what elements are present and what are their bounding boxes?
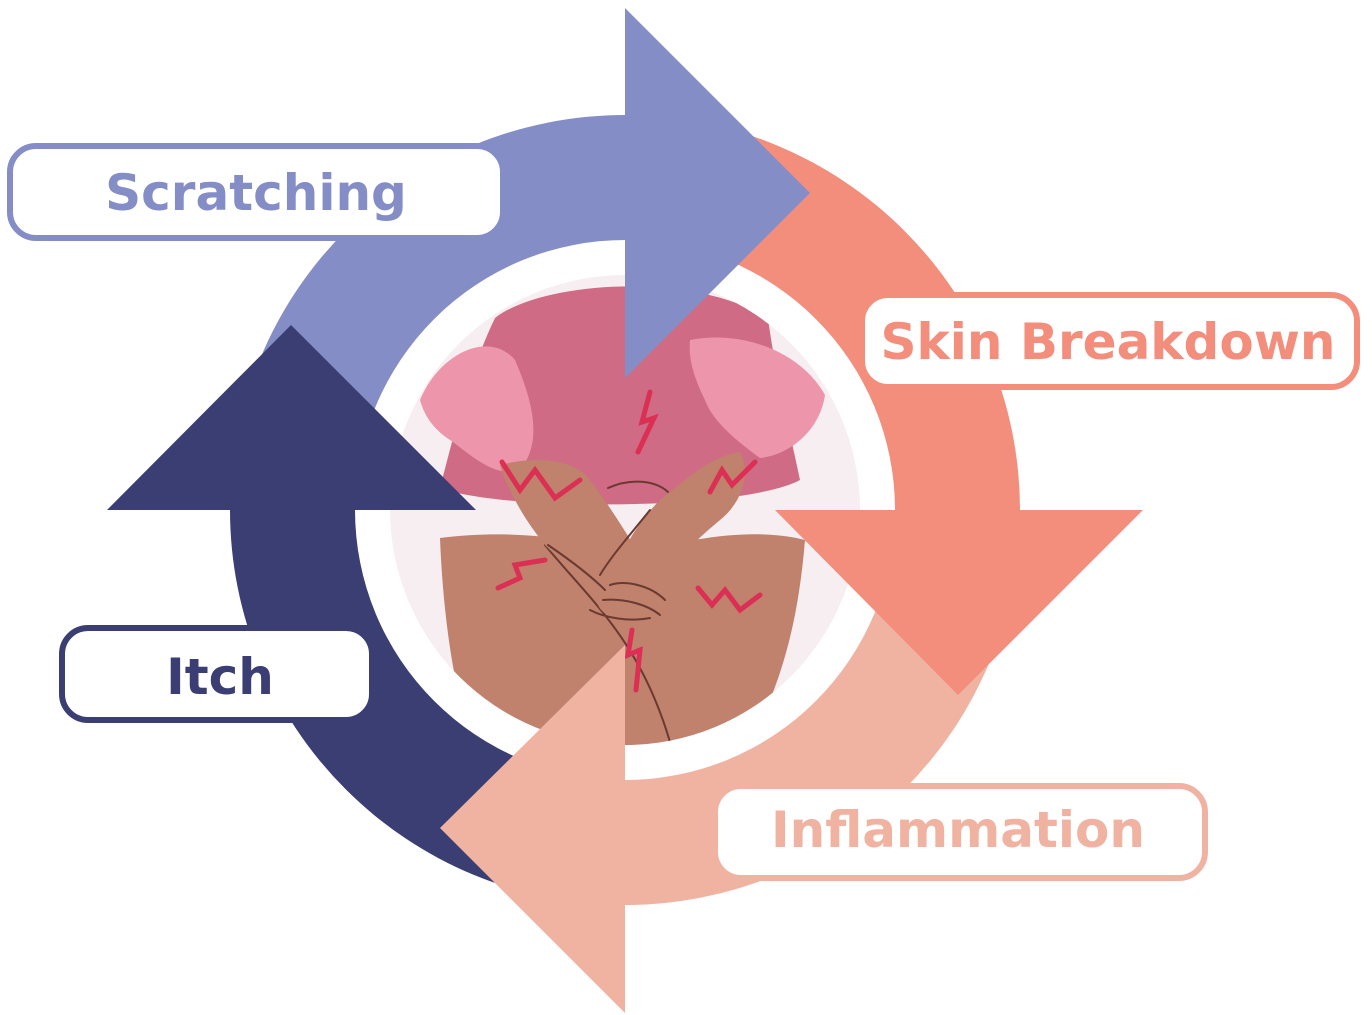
label-skin-breakdown: Skin Breakdown (862, 295, 1357, 387)
label-scratching: Scratching (10, 146, 503, 238)
label-itch: Itch (62, 628, 372, 720)
label-text: Inflammation (771, 801, 1145, 859)
label-text: Scratching (105, 164, 407, 222)
label-text: Skin Breakdown (880, 313, 1335, 371)
label-text: Itch (166, 648, 274, 706)
label-inflammation: Inflammation (715, 786, 1205, 878)
